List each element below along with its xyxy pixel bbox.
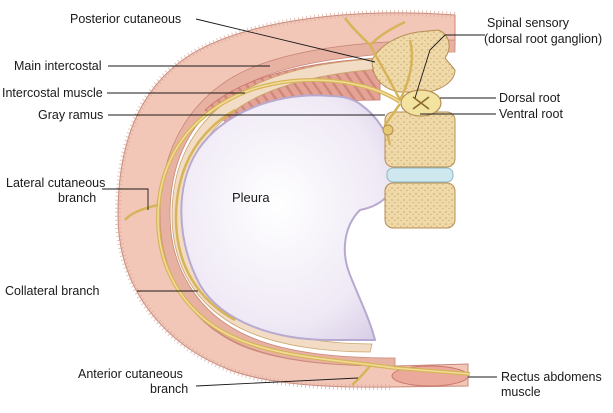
gray-ramus — [383, 103, 402, 146]
leader-spinal-sensory — [414, 34, 485, 99]
label-dorsal-root: Dorsal root — [499, 91, 561, 105]
label-collateral-branch: Collateral branch — [5, 284, 100, 298]
intervertebral-disc — [386, 167, 454, 183]
label-lateral-cutaneous-2: branch — [58, 191, 96, 205]
pleura-region — [180, 94, 397, 341]
label-spinal-sensory-2: (dorsal root ganglion) — [484, 32, 602, 46]
label-lateral-cutaneous-1: Lateral cutaneous — [6, 176, 105, 190]
label-gray-ramus: Gray ramus — [38, 108, 103, 122]
label-anterior-cutaneous-2: branch — [150, 382, 188, 396]
label-intercostal-muscle: Intercostal muscle — [2, 86, 103, 100]
label-main-intercostal: Main intercostal — [14, 59, 102, 73]
label-spinal-sensory-1: Spinal sensory — [487, 16, 570, 30]
posterior-cutaneous-branches — [343, 17, 414, 101]
leader-posterior-cutaneous — [195, 18, 376, 63]
label-rectus-2: muscle — [501, 385, 541, 399]
rib — [171, 57, 396, 353]
vertebral-body — [384, 111, 456, 168]
label-rectus-1: Rectus abdomens — [501, 370, 602, 384]
label-posterior-cutaneous: Posterior cutaneous — [70, 12, 181, 26]
label-ventral-root: Ventral root — [499, 107, 563, 121]
lateral-cutaneous-nerve — [124, 203, 159, 221]
label-pleura: Pleura — [232, 190, 270, 205]
label-anterior-cutaneous-1: Anterior cutaneous — [78, 367, 183, 381]
anterior-cutaneous-nerve — [351, 365, 371, 386]
leader-anterior-cutaneous — [195, 377, 359, 387]
sympathetic-ganglion — [382, 124, 394, 136]
collateral-nerve-branch — [174, 108, 236, 322]
leader-lateral-cutaneous — [102, 188, 149, 210]
